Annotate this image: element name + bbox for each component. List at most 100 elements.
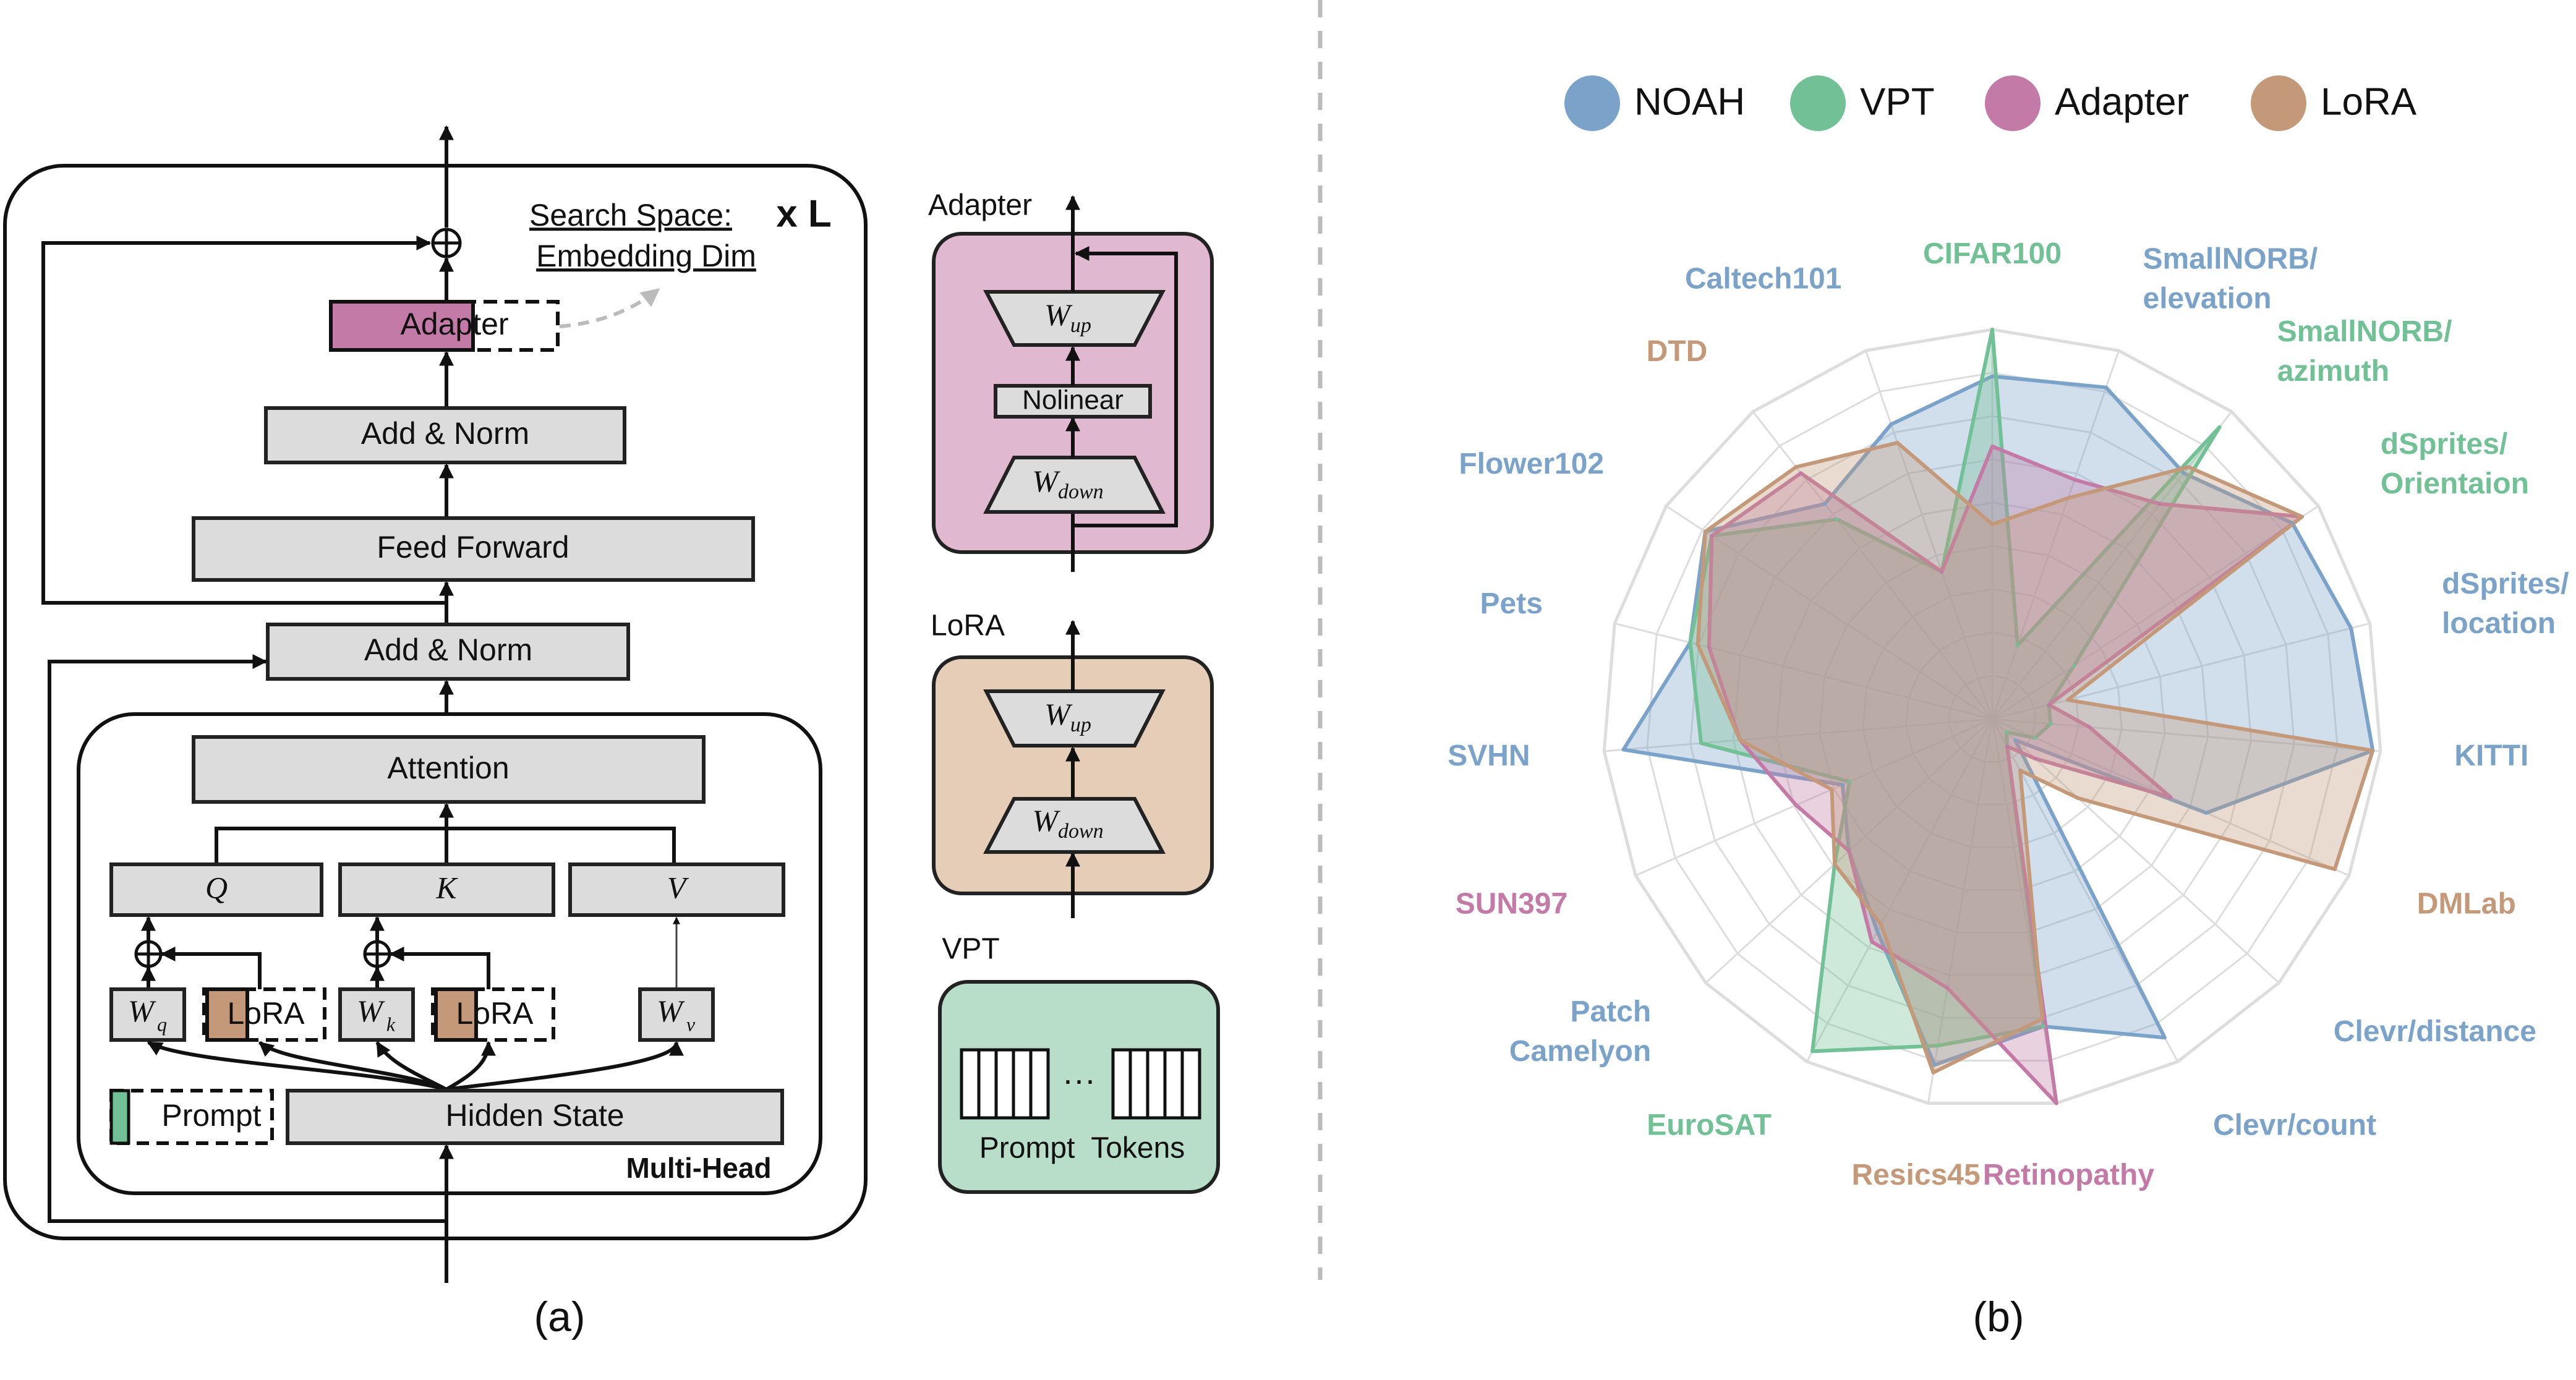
axis-spoke-smallnorb-elevation xyxy=(1991,350,2120,720)
legend-label-adapter: Adapter xyxy=(2055,80,2189,123)
point-noah-eurosat xyxy=(1875,929,1880,934)
axis-label-caltech101: Caltech101 xyxy=(1685,262,1841,295)
point-lora-dsprites-location xyxy=(2066,698,2070,702)
point-vpt-dmlab xyxy=(2033,736,2037,740)
point-adapter-cifar100 xyxy=(1990,445,1994,448)
v-label: V xyxy=(667,870,689,905)
point-lora-clevr-count xyxy=(2018,769,2022,773)
point-adapter-patch-camelyon xyxy=(1847,849,1851,853)
point-noah-resics45 xyxy=(1932,1063,1937,1067)
point-lora-dmlab xyxy=(2332,867,2337,871)
grid-ring-3 xyxy=(1862,588,2123,848)
axis-label-dmlab: DMLab xyxy=(2417,887,2516,920)
repeat-label: x L xyxy=(776,192,832,235)
axis-label-sun397: SUN397 xyxy=(1456,887,1567,920)
k-label: K xyxy=(435,870,458,905)
v-box xyxy=(568,862,785,917)
point-adapter-kitti xyxy=(2088,725,2091,729)
point-noah-dsprites-location xyxy=(2349,626,2353,631)
lora-w-down-label: W xyxy=(1032,803,1060,838)
legend-swatch-noah xyxy=(1564,75,1620,131)
point-noah-caltech101 xyxy=(1889,422,1893,427)
wq-box xyxy=(109,987,186,1042)
point-adapter-clevr-count xyxy=(2005,744,2009,749)
legend-label-noah: NOAH xyxy=(1634,80,1745,123)
svg-text:W: W xyxy=(128,994,156,1028)
wv-box xyxy=(638,987,715,1042)
point-vpt-smallnorb-azimuth xyxy=(2217,425,2222,429)
adapter-w-down-label: W xyxy=(1032,464,1060,498)
lora-k-label: LoRA xyxy=(456,996,534,1031)
svg-text:Wdown: Wdown xyxy=(1032,464,1103,503)
grid-ring-4 xyxy=(1819,545,2166,891)
axis-label-dtd: DTD xyxy=(1647,335,1708,368)
point-vpt-dtd xyxy=(1835,517,1839,521)
point-adapter-dtd xyxy=(1799,471,1803,475)
point-lora-flower102 xyxy=(1703,529,1707,534)
lora-w-up-label: W xyxy=(1044,697,1073,731)
lora-w-up-sub: up xyxy=(1070,713,1091,736)
point-vpt-kitti xyxy=(2049,722,2053,726)
adapter-w-down-sub: down xyxy=(1058,480,1104,503)
wk-label: W xyxy=(357,994,385,1028)
point-noah-sun397 xyxy=(1840,783,1845,787)
svg-text:Wdown: Wdown xyxy=(1032,803,1103,842)
adapter-block xyxy=(329,300,475,352)
grid-ring-7 xyxy=(1689,415,2295,1019)
point-adapter-smallnorb-elevation xyxy=(2073,477,2076,482)
point-vpt-smallnorb-elevation xyxy=(2015,643,2019,647)
axis-label-smallnorb-elevation: SmallNORB/elevation xyxy=(2143,242,2318,315)
axis-spoke-kitti xyxy=(1992,718,2381,752)
point-lora-eurosat xyxy=(1879,922,1883,927)
wv-label: W xyxy=(657,994,685,1028)
point-noah-dtd xyxy=(1823,502,1827,506)
point-adapter-resics45 xyxy=(1945,986,1950,990)
hidden-state-label: Hidden State xyxy=(445,1098,624,1133)
lora-q-label: LoRA xyxy=(227,996,305,1031)
axis-label-smallnorb-azimuth: SmallNORB/azimuth xyxy=(2277,315,2452,388)
axis-spoke-dtd xyxy=(1752,411,1994,720)
lora-w-down-sub: down xyxy=(1058,820,1104,843)
wv-subscript: v xyxy=(686,1013,696,1035)
axis-spoke-pets xyxy=(1614,622,1993,720)
panel-a-caption: (a) xyxy=(534,1293,585,1340)
search-space-label: Search Space: xyxy=(529,198,732,232)
point-vpt-svhn xyxy=(1699,741,1704,745)
multi-head-label: Multi-Head xyxy=(626,1152,771,1184)
point-adapter-clevr-distance xyxy=(2033,757,2037,760)
point-lora-caltech101 xyxy=(1895,441,1900,445)
wq-label: W xyxy=(128,994,156,1028)
grid-ring-6 xyxy=(1732,458,2253,976)
point-adapter-caltech101 xyxy=(1940,569,1944,574)
svg-text:Wup: Wup xyxy=(1044,297,1091,336)
add-norm-top-label: Add & Norm xyxy=(361,416,529,451)
hidden-state-box xyxy=(286,1089,784,1145)
adapter-w-up xyxy=(983,290,1166,347)
point-adapter-dmlab xyxy=(2169,795,2173,799)
point-vpt-dsprites-orientaion xyxy=(2071,663,2076,668)
prompt-token-dots: ··· xyxy=(1062,1061,1096,1098)
point-lora-smallnorb-azimuth xyxy=(2186,465,2191,469)
axis-label-flower102: Flower102 xyxy=(1459,447,1604,480)
point-lora-dsprites-orientaion xyxy=(2300,514,2304,519)
point-vpt-resics45 xyxy=(1935,1044,1940,1048)
axis-label-dsprites-location: dSprites/location xyxy=(2442,568,2569,640)
axis-label-clevr-distance: Clevr/distance xyxy=(2334,1015,2536,1048)
feed-forward-label: Feed Forward xyxy=(377,530,569,564)
point-noah-clevr-distance xyxy=(2013,738,2018,743)
point-lora-retinopathy xyxy=(2040,1016,2044,1021)
lora-w-up xyxy=(983,689,1166,748)
add-norm-bottom xyxy=(266,623,630,681)
svg-text:W: W xyxy=(357,994,385,1028)
axis-spoke-dsprites-location xyxy=(1992,622,2371,720)
point-noah-dsprites-orientaion xyxy=(2290,521,2295,525)
legend-swatch-lora xyxy=(2251,75,2306,131)
prompt-label: Prompt xyxy=(161,1098,261,1133)
grid-ring-1 xyxy=(1948,675,2037,763)
axis-spoke-sun397 xyxy=(1635,718,1993,877)
lora-title: LoRA xyxy=(931,610,1005,642)
